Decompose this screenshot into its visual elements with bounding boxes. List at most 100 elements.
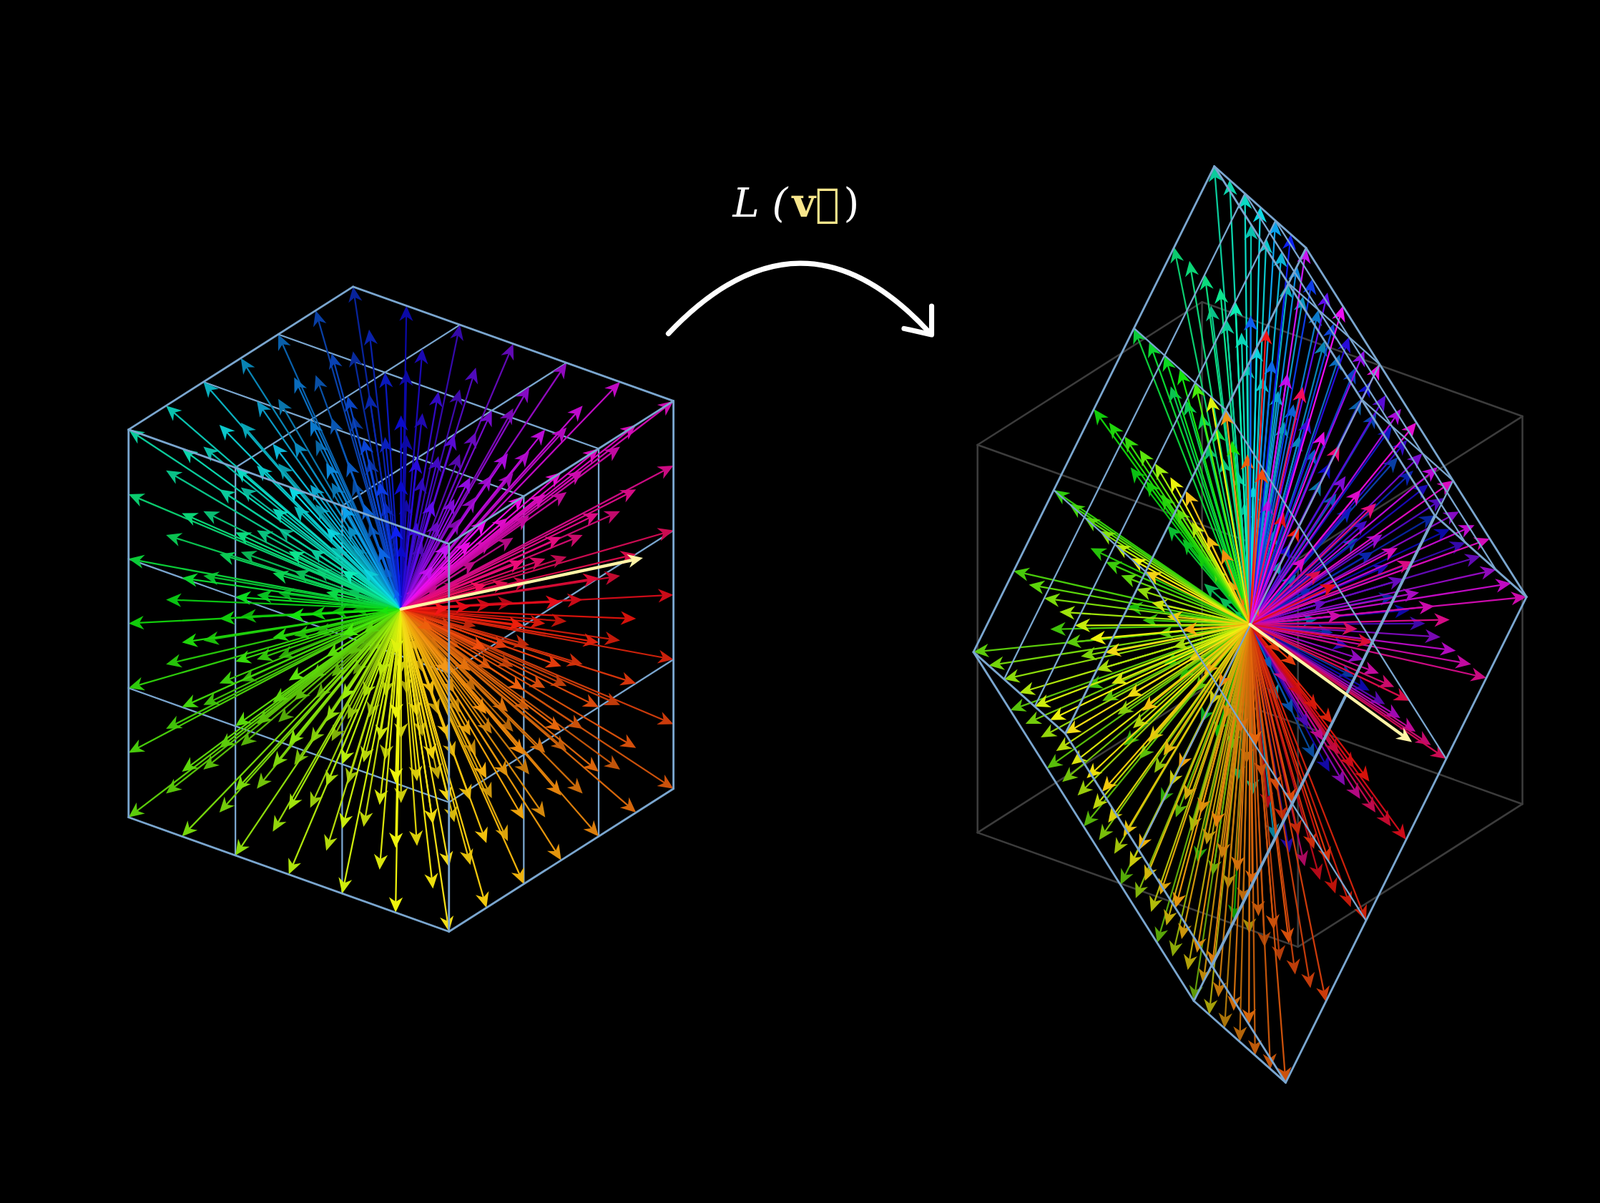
box-edge [127,429,130,818]
field-arrow-head [375,482,390,499]
field-arrow-head [349,351,363,368]
field-arrow-head [1083,810,1099,827]
field-arrow-head [1123,730,1140,746]
field-arrow-shaft [1189,499,1250,625]
field-arrow-head [582,573,599,588]
field-arrow-shaft [1250,338,1266,625]
field-arrow-head [235,838,250,856]
field-arrow-head [1220,549,1234,566]
field-arrow-head [165,593,182,608]
field-arrow-head [293,442,309,459]
field-arrow-head [359,810,373,827]
field-arrow-shaft [401,609,448,859]
field-arrow-head [1214,288,1229,304]
field-arrow-shaft [293,609,402,802]
field-arrow-shaft [329,609,402,842]
field-arrow-head [1144,864,1158,881]
field-arrow-head [439,850,453,867]
field-arrow-head [544,537,561,551]
field-arrow-head [1269,390,1284,407]
field-arrow-shaft [135,434,401,610]
field-arrow-head [1090,630,1106,645]
field-arrow-head [219,424,236,441]
field-arrow-head [1142,695,1159,711]
transform-arrowhead [904,306,932,335]
field-arrow-head [475,891,489,908]
field-arrow-head [581,694,599,708]
field-arrow-head [529,736,546,753]
field-arrow-head [341,683,357,700]
field-arrow-shaft [1250,624,1402,833]
field-arrow-head [389,768,403,784]
field-arrow-head [529,615,546,629]
field-arrow-shaft [1149,624,1251,706]
field-arrow-head [364,329,378,346]
field-arrow-head [1155,926,1169,943]
field-arrow-shaft [401,609,520,812]
field-arrow-head [427,456,442,473]
field-arrow-shaft [262,609,402,782]
field-arrow-shaft [401,406,667,610]
field-arrow-head [1040,723,1058,738]
grid-line [1225,409,1447,759]
field-arrow-head [165,715,183,729]
field-arrow-shaft [1230,188,1251,625]
field-arrow-shaft [396,534,402,610]
field-arrow-head [1124,436,1139,453]
field-arrow-head [469,636,488,650]
field-arrow-shaft [137,497,402,610]
field-arrow-shaft [401,370,562,610]
field-arrow-shaft [1198,624,1250,944]
field-arrow-head [379,437,394,453]
field-arrow-head [409,830,423,847]
field-arrow-shaft [313,428,401,610]
field-arrow-head [338,876,352,894]
field-arrow-head [443,434,457,451]
field-arrow-shaft [226,431,402,610]
field-arrow-head [1183,953,1198,970]
field-arrow-head [341,747,355,764]
field-arrow-shaft [1069,624,1251,777]
field-arrow-shaft [1205,283,1251,625]
field-arrow-head [361,503,375,520]
field-arrow-shaft [1249,324,1252,625]
field-arrow-head [1341,621,1358,636]
field-arrow-head [1163,909,1178,926]
math-label: v⃗ [791,178,839,227]
box-edge [1193,1001,1286,1083]
field-arrow-shaft [401,388,614,609]
field-arrow-head [1140,449,1155,467]
field-arrow-head [434,656,450,674]
box-edge [449,788,674,932]
field-arrow-shaft [401,609,448,794]
field-arrow-head [1114,836,1128,854]
field-arrow-shaft [1233,624,1250,1002]
field-arrow-head [1250,900,1265,917]
field-arrow-shaft [1076,508,1250,625]
field-arrow-head [511,866,525,884]
field-arrow-head [441,499,455,516]
field-arrow-head [1454,654,1472,669]
field-arrow-head [500,344,514,361]
field-arrow-head [256,772,272,789]
field-arrow-shaft [401,609,485,900]
field-arrow-head [567,405,583,422]
field-arrow-shaft [1153,575,1251,625]
field-arrow-head [424,872,438,889]
field-arrow-head [1163,738,1179,756]
field-arrow-shaft [401,609,444,666]
field-arrow-head [507,675,524,691]
field-arrow-head [1145,480,1161,498]
field-arrow-shaft [401,609,591,642]
field-arrow-head [473,761,487,779]
field-arrow-head [1155,463,1169,480]
field-arrow-head [1200,274,1214,291]
field-arrow-head [603,631,621,646]
box-edge [1286,597,1528,1083]
field-arrow-head [508,738,524,756]
field-arrow-head [1402,588,1420,603]
field-arrow-head [324,833,337,851]
field-arrow-head [181,820,198,837]
field-arrow-shaft [1053,599,1251,625]
field-arrow-head [408,458,422,475]
